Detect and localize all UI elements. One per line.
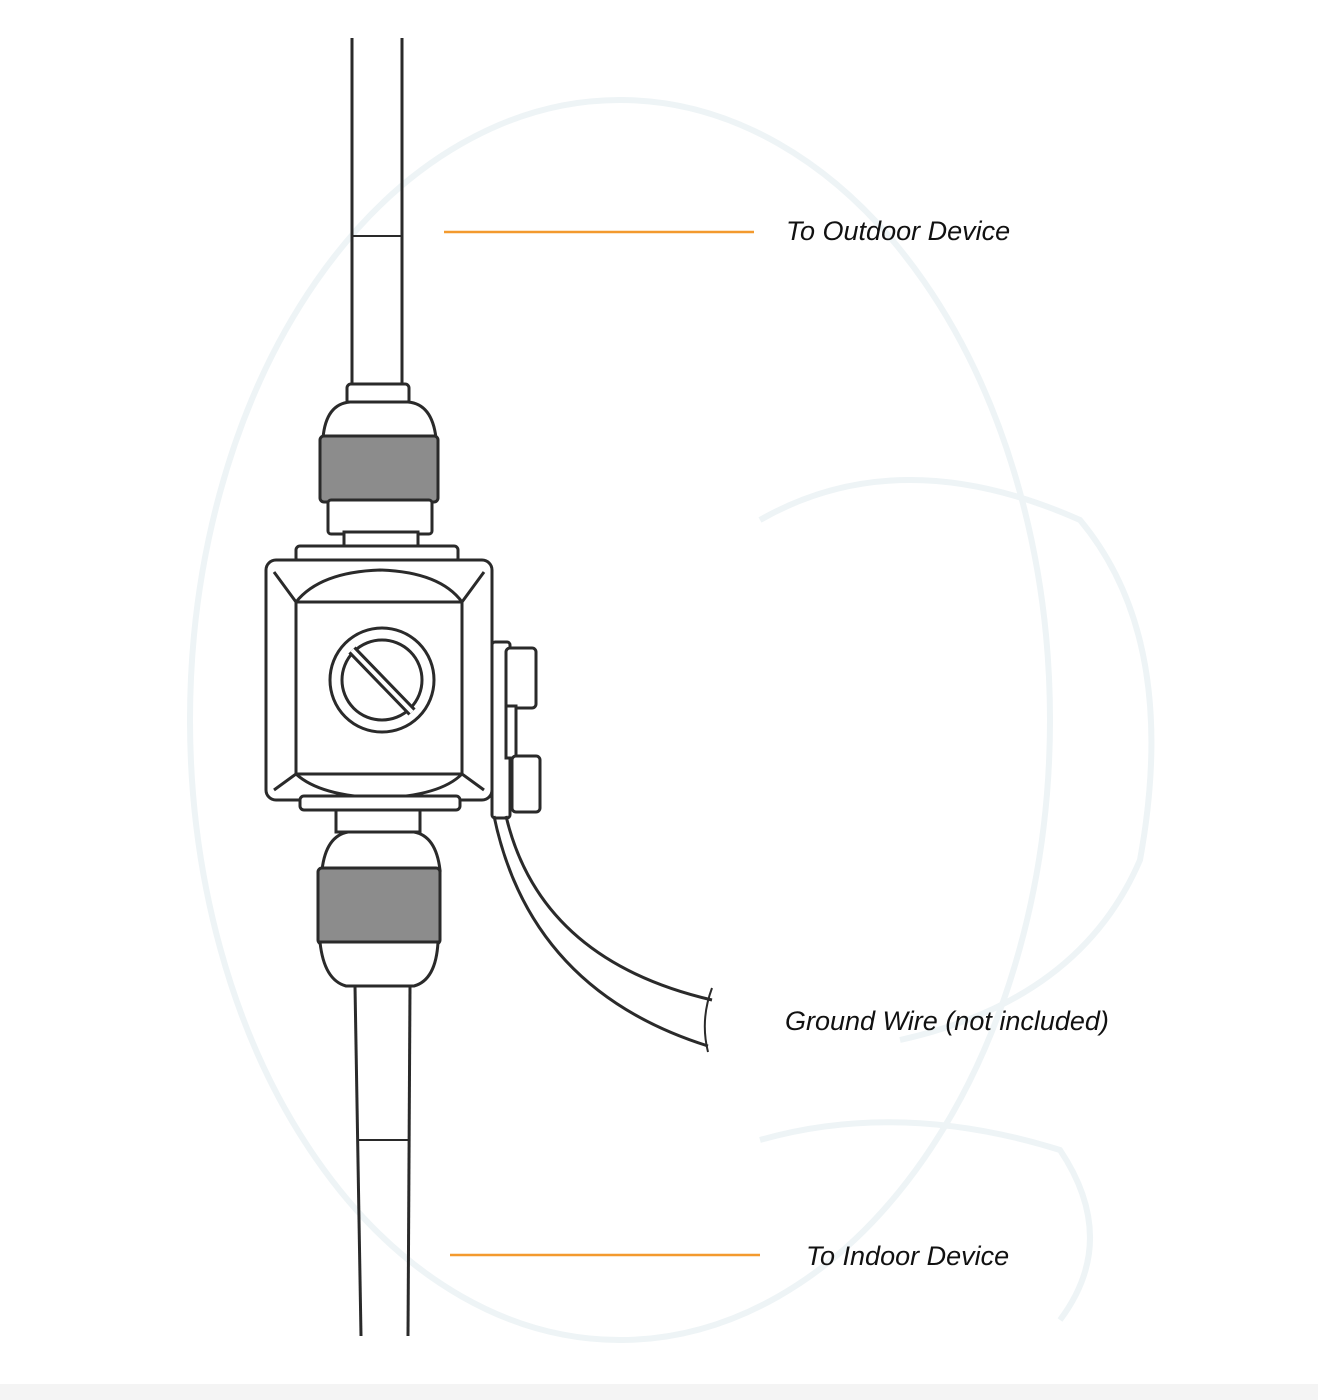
ground-wire	[492, 815, 713, 1053]
bottom-band	[0, 1384, 1318, 1400]
lower-knurled-nut	[316, 866, 442, 946]
screw-icon	[328, 626, 436, 734]
ground-lug	[490, 640, 542, 820]
lower-cable	[353, 985, 412, 1337]
upper-knurled-nut	[318, 434, 440, 504]
upper-cable	[350, 38, 404, 388]
label-ground-wire: Ground Wire (not included)	[785, 1006, 1109, 1036]
label-to-indoor-device: To Indoor Device	[806, 1241, 1010, 1271]
upper-connector	[294, 382, 460, 564]
background-watermark	[187, 97, 1155, 1343]
lower-connector	[316, 808, 442, 988]
label-to-outdoor-device: To Outdoor Device	[786, 216, 1011, 246]
